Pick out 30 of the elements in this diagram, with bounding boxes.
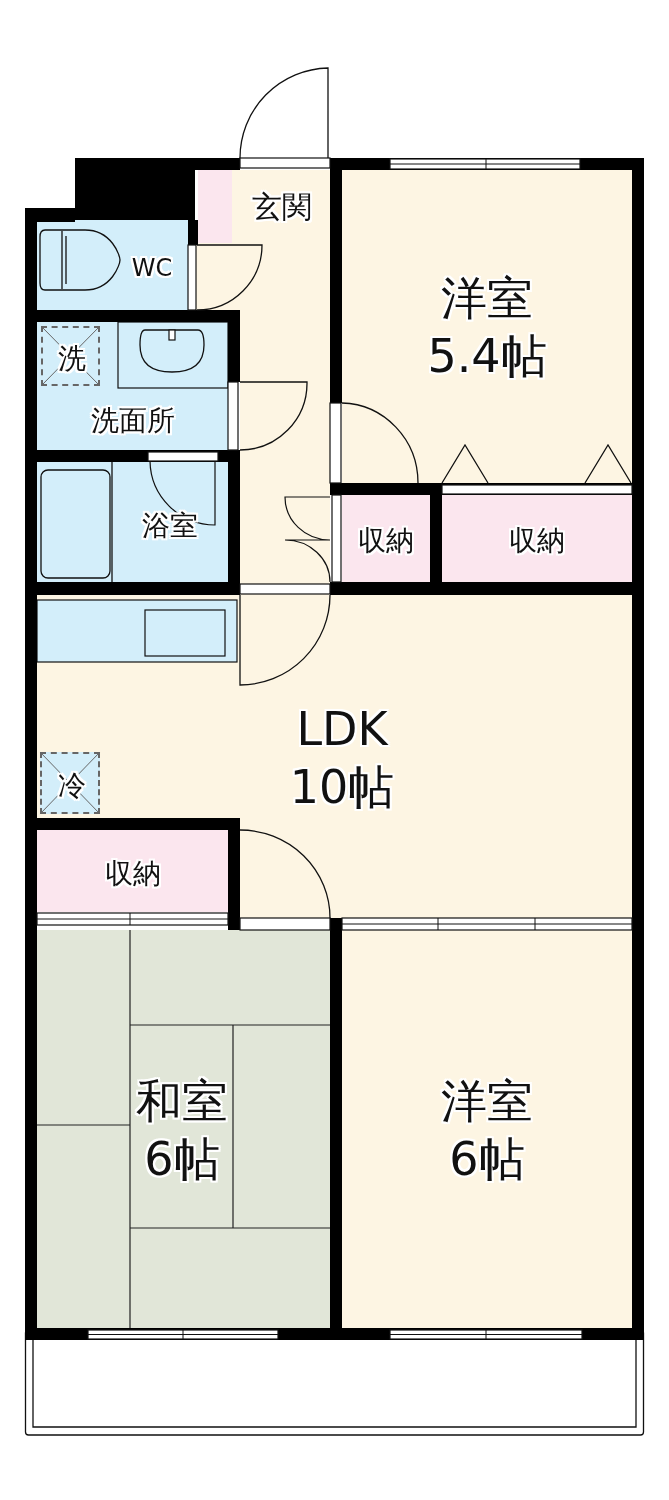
room-area [342, 930, 632, 1328]
room-label: 収納 [105, 855, 161, 891]
closet-area [442, 495, 632, 582]
room-label: 洗 [58, 340, 86, 376]
washer-space [41, 326, 100, 386]
closet-area [37, 830, 228, 912]
room-label: 収納 [358, 522, 414, 558]
living-area [37, 595, 632, 818]
room-label: WC [131, 253, 173, 283]
room-label: 洗面所 [91, 402, 175, 438]
room-area [342, 170, 632, 483]
floor-area: 10帖 [289, 758, 395, 816]
tatami-room [37, 930, 330, 1328]
bathroom-area [37, 462, 228, 582]
washroom-area [37, 322, 228, 450]
room-name: 和室 [136, 1072, 228, 1130]
closet-area [342, 495, 430, 582]
floor-area: 6帖 [441, 1130, 533, 1188]
room-label: 冷 [58, 767, 86, 803]
floor-area: 6帖 [136, 1130, 228, 1188]
floor-area: 5.4帖 [427, 327, 547, 385]
room-name: LDK [295, 700, 390, 758]
room-label: 玄関 [252, 188, 312, 226]
fridge-space [40, 752, 100, 814]
toilet-room [37, 220, 188, 310]
room-name: 洋室 [441, 1072, 533, 1130]
room-label: 収納 [509, 522, 565, 558]
room-label: 浴室 [142, 507, 198, 543]
entrance-area [232, 170, 330, 243]
room-name: 洋室 [440, 269, 534, 327]
